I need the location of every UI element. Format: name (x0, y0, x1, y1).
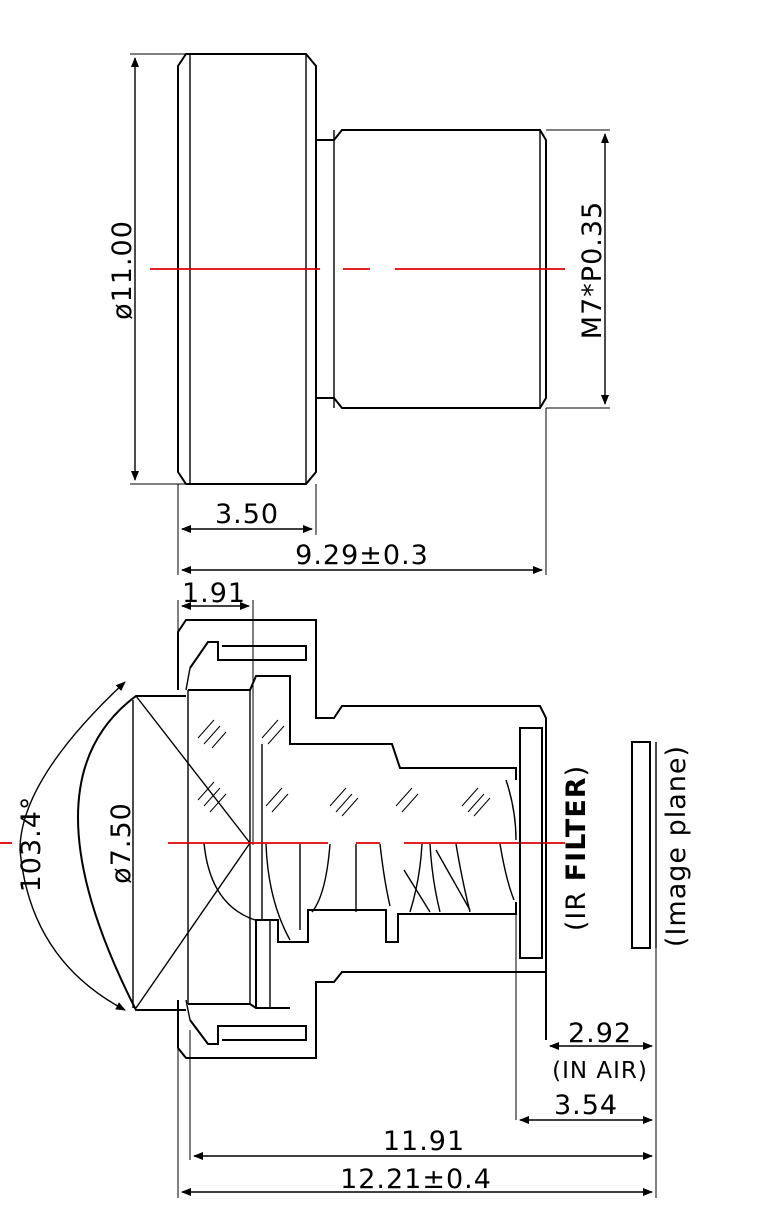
housing-outline (177, 619, 547, 1059)
flange-length-dimension: 3.50 (177, 484, 317, 575)
aperture-label: ø7.50 (106, 802, 137, 884)
ir-filter-label: (IR FILTER) (561, 765, 592, 931)
filter-to-plane-label: 3.54 (554, 1090, 618, 1121)
image-plane: (Image plane) (631, 741, 692, 949)
back-focus-dimension: 2.92 (IN AIR) (515, 914, 657, 1198)
in-air-label: (IN AIR) (552, 1058, 648, 1084)
back-focus-label: 2.92 (568, 1018, 632, 1049)
ir-filter: (IR FILTER) (519, 727, 592, 959)
lens-elements (265, 779, 517, 941)
thread-dimension: M7*P0.35 (546, 129, 610, 409)
aperture-dimension: ø7.50 (106, 802, 137, 884)
glass-hatching (197, 719, 491, 817)
optical-length-dimension: 11.91 (177, 1030, 653, 1198)
filter-to-plane-dimension: 3.54 (519, 1090, 653, 1124)
image-plane-label: (Image plane) (661, 745, 692, 947)
section-total-length-dimension: 12.21±0.4 (181, 1164, 653, 1196)
front-offset-label: 1.91 (182, 578, 246, 609)
thread-label: M7*P0.35 (577, 201, 608, 339)
diameter-dimension: ø11.00 (107, 53, 186, 485)
top-view: ø11.00 M7*P0.35 3.50 9.29±0.3 (107, 53, 610, 575)
front-lens (77, 695, 256, 1011)
total-length-label: 9.29±0.3 (295, 540, 429, 571)
section-view: 1.91 (0, 578, 692, 1198)
optical-length-label: 11.91 (383, 1126, 465, 1157)
fov-arc: 103.4° (16, 681, 126, 1011)
front-offset-dimension: 1.91 (177, 578, 254, 845)
inner-bore-outline (187, 675, 517, 1009)
fov-label: 103.4° (16, 796, 47, 893)
section-total-length-label: 12.21±0.4 (340, 1164, 492, 1195)
total-length-dimension: 9.29±0.3 (181, 408, 547, 575)
diameter-label: ø11.00 (107, 220, 138, 320)
flange-length-label: 3.50 (215, 499, 279, 530)
